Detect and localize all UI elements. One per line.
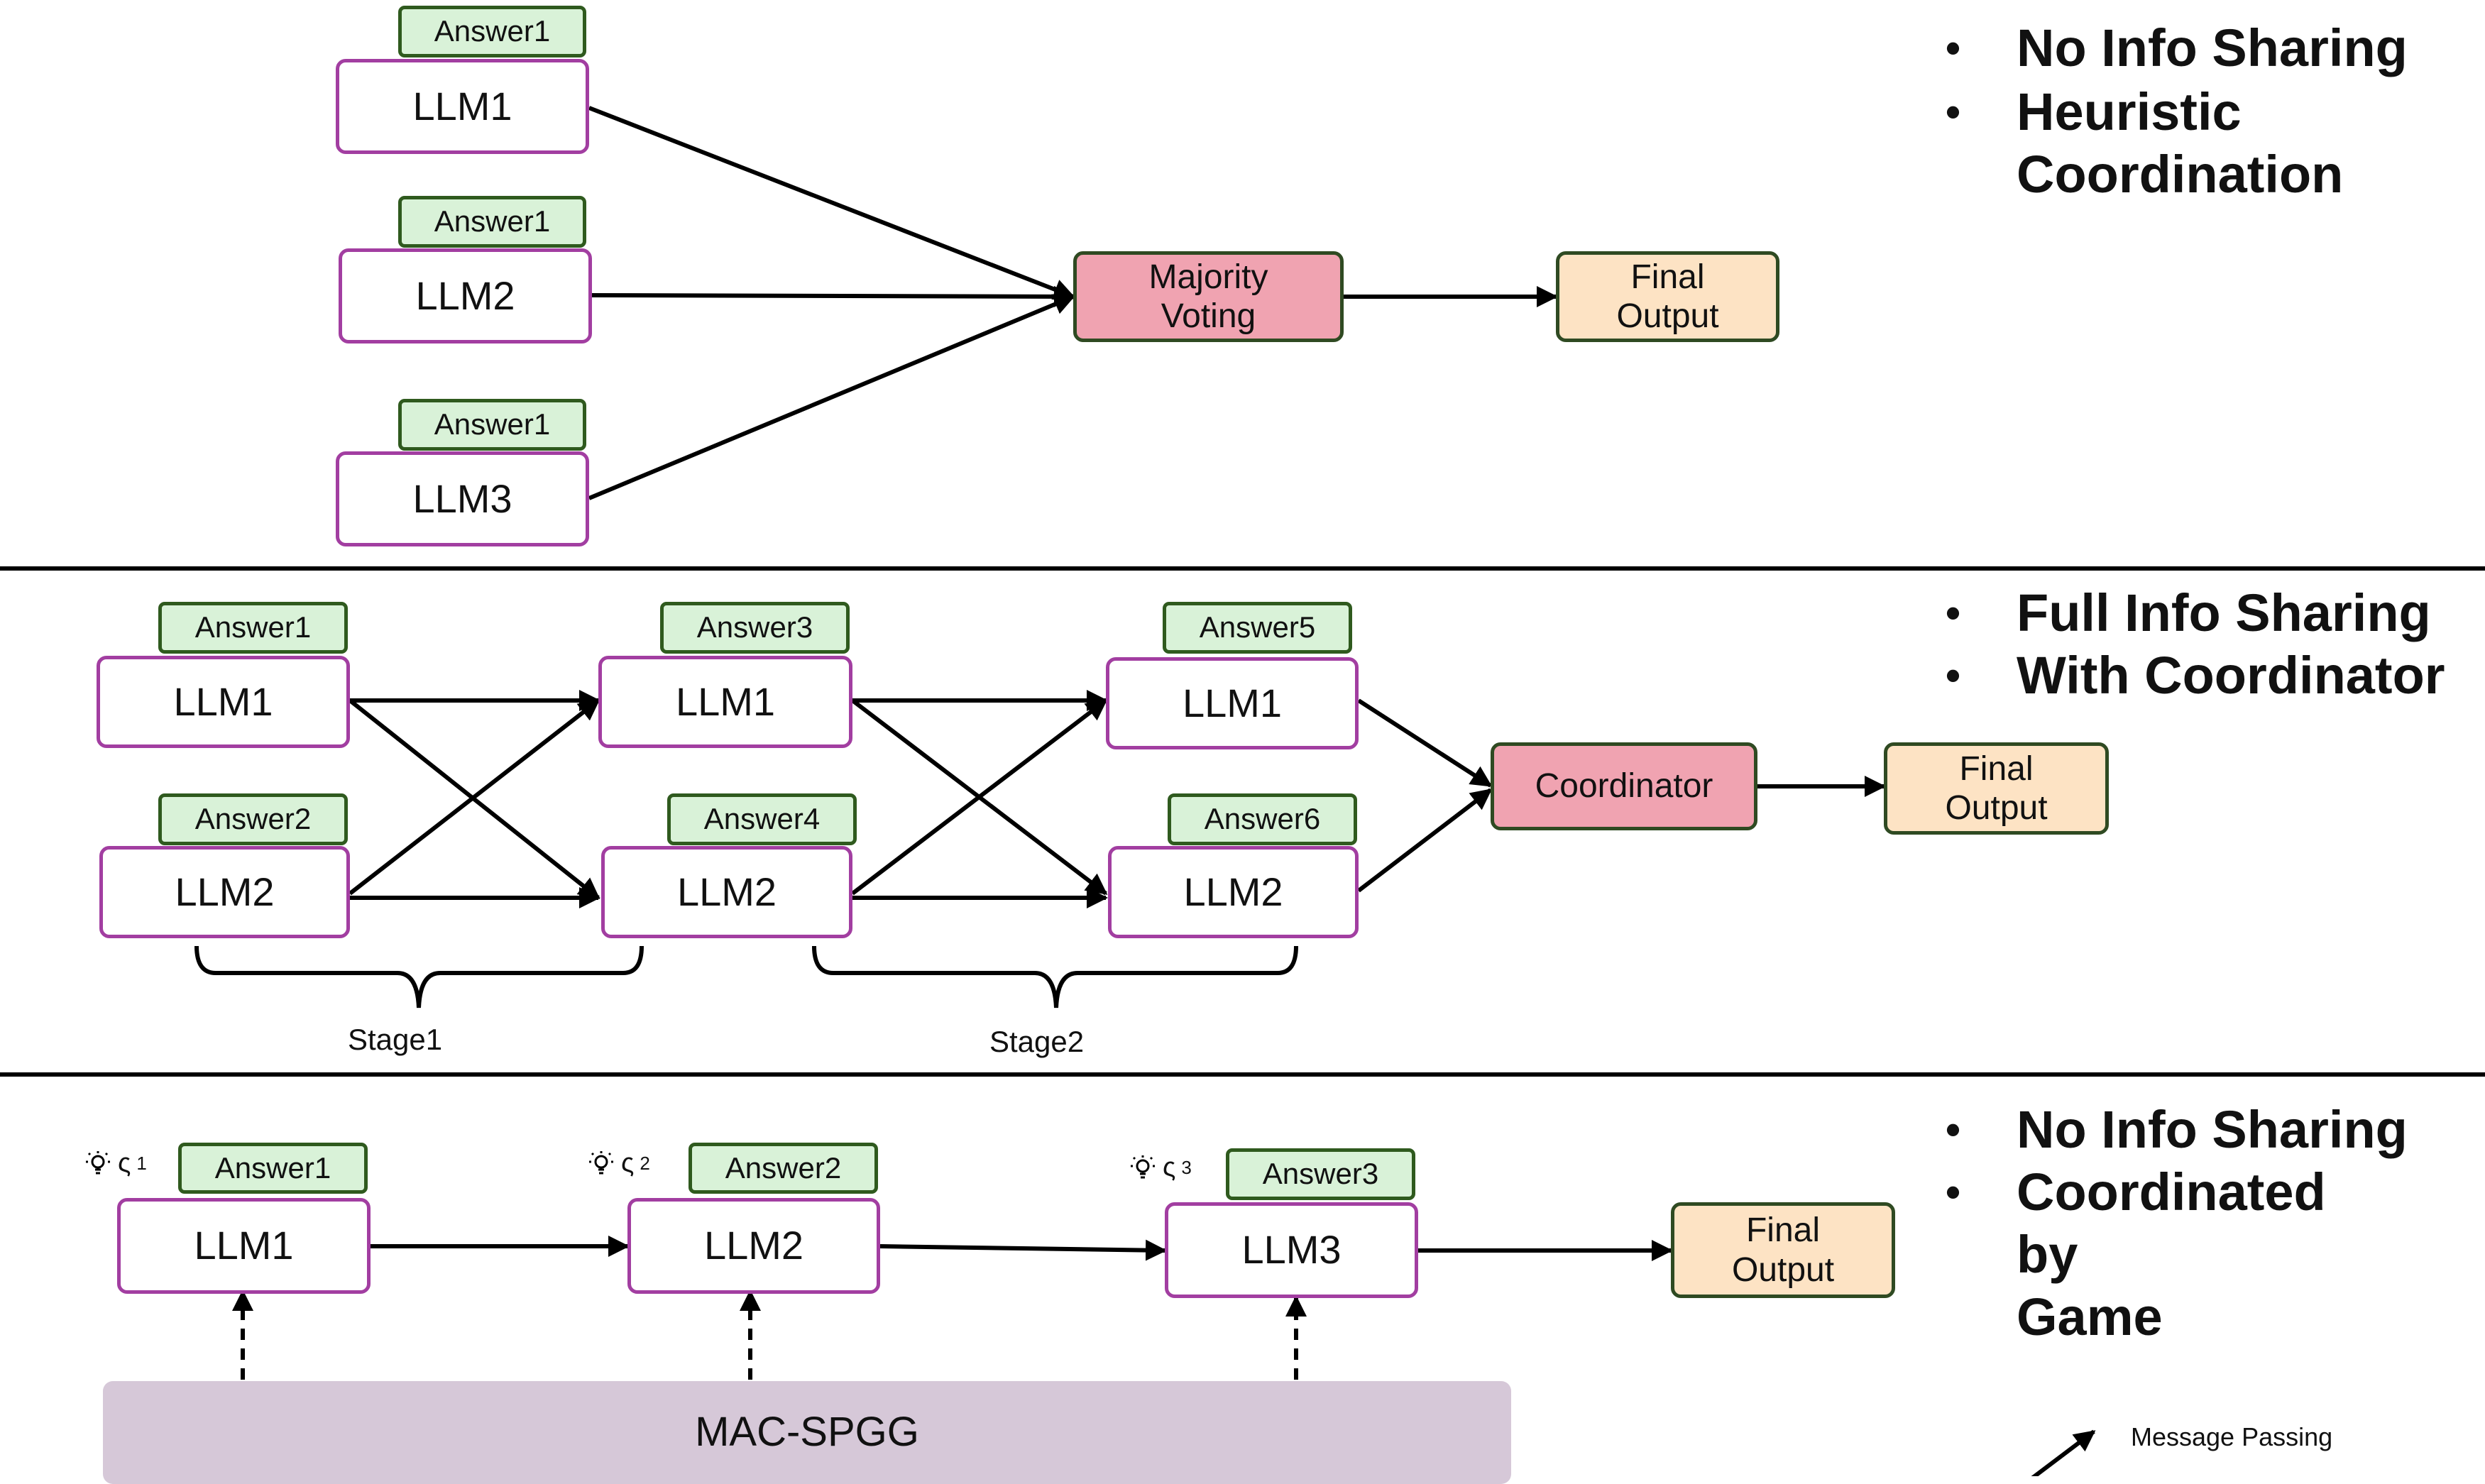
stage1-brace	[194, 945, 644, 1008]
p3-arrow-llm2-llm3	[879, 1239, 1167, 1261]
p3-answer-2: Answer2	[689, 1143, 878, 1194]
lightbulb-icon	[1131, 1155, 1155, 1178]
p3-llm-3: LLM3	[1165, 1202, 1418, 1298]
p1-llm-2: LLM2	[339, 248, 592, 343]
p1-majority-voting: Majority Voting	[1073, 251, 1344, 342]
p3-final-output: Final Output	[1671, 1202, 1895, 1298]
p3-answer-3: Answer3	[1226, 1148, 1415, 1200]
p2-llm-stage2-2: LLM2	[601, 846, 852, 938]
p2-llm-stage1-2: LLM2	[99, 846, 350, 938]
p1-answer-2: Answer1	[398, 196, 586, 248]
p2-answer-1: Answer1	[158, 602, 348, 654]
bullet-icon: •	[1946, 24, 1961, 72]
p1-arrow-llm1-vote	[588, 106, 1075, 300]
p1-llm-1: LLM1	[336, 59, 589, 154]
p3-llm-2: LLM2	[627, 1198, 880, 1294]
p2-llm-stage3-1: LLM1	[1106, 657, 1359, 749]
bullet-icon: •	[1946, 1168, 1961, 1216]
bullet-icon: •	[1946, 88, 1961, 136]
p1-answer-1: Answer1	[398, 6, 586, 57]
p2-answer-6: Answer6	[1168, 793, 1357, 845]
p3-answer-1: Answer1	[178, 1143, 368, 1194]
p2-arrow-c1-coord	[1357, 698, 1493, 788]
p2-answer-3: Answer3	[660, 602, 850, 654]
bullet-icon: •	[1946, 1106, 1961, 1153]
p2-arrow-b2-c1	[851, 698, 1108, 896]
legend-arrow	[2031, 1429, 2096, 1476]
p2-answer-2: Answer2	[158, 793, 348, 845]
stage2-label: Stage2	[989, 1025, 1085, 1058]
p2-answer-4: Answer4	[667, 793, 857, 845]
bullet-icon: •	[1946, 652, 1961, 699]
p1-final-output: Final Output	[1556, 251, 1779, 342]
bullet-icon: •	[1946, 589, 1961, 637]
p1-llm-3: LLM3	[336, 451, 589, 546]
p1-arrow-llm2-vote	[588, 285, 1075, 307]
p2-llm-stage1-1: LLM1	[97, 656, 350, 748]
stage1-label: Stage1	[348, 1023, 443, 1056]
p3-llm-1: LLM1	[117, 1198, 371, 1294]
p2-llm-stage3-2: LLM2	[1108, 846, 1359, 938]
lightbulb-icon	[86, 1150, 110, 1174]
lightbulb-icon	[589, 1150, 613, 1174]
p1-arrow-llm3-vote	[588, 294, 1075, 500]
p2-final-output: Final Output	[1884, 742, 2109, 835]
p2-answer-5: Answer5	[1163, 602, 1352, 654]
p2-arrow-c2-coord	[1357, 788, 1493, 893]
p2-llm-stage2-1: LLM1	[598, 656, 852, 748]
p2-coordinator: Coordinator	[1491, 742, 1757, 830]
p3-game-mac-spgg: MAC-SPGG	[103, 1381, 1511, 1484]
stage2-brace	[812, 945, 1298, 1008]
legend-label: Message Passing	[2131, 1422, 2333, 1451]
p2-arrow-a2-b1	[349, 698, 600, 896]
p1-answer-3: Answer1	[398, 399, 586, 451]
